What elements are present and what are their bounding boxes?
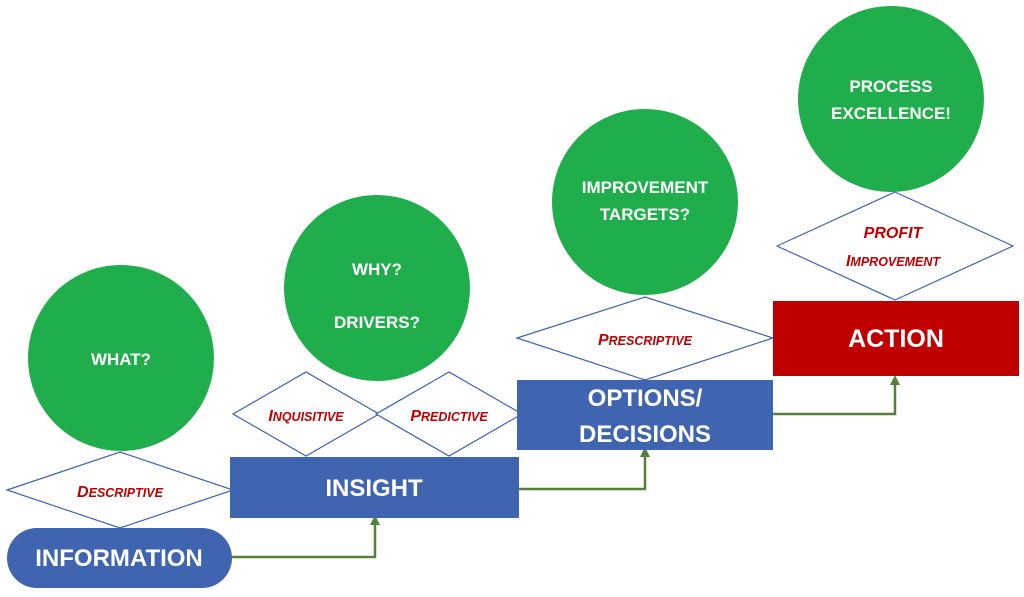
- box-information-label: INFORMATION: [35, 545, 203, 572]
- circle-targets-line2: TARGETS?: [600, 205, 690, 224]
- box-insight: INSIGHT: [230, 457, 519, 518]
- diamond-profit-improvement: PROFIT IMPROVEMENT: [775, 191, 1015, 301]
- circle-excellence-line1: PROCESS: [849, 77, 932, 96]
- box-action-label: ACTION: [848, 325, 944, 353]
- box-information: INFORMATION: [7, 528, 232, 588]
- circle-targets-line1: IMPROVEMENT: [582, 178, 709, 197]
- box-options-decisions: OPTIONS/ DECISIONS: [517, 380, 773, 450]
- circle-why-label: WHY?: [352, 260, 402, 279]
- diamond-prescriptive: PRESCRIPTIVE: [515, 296, 775, 381]
- box-options-line2: DECISIONS: [579, 421, 711, 448]
- arrow-options-to-action: [773, 375, 900, 416]
- box-action: ACTION: [773, 301, 1019, 376]
- box-insight-label: INSIGHT: [325, 475, 423, 502]
- circle-why-drivers: WHY? DRIVERS?: [284, 195, 470, 381]
- circle-improvement-targets: IMPROVEMENT TARGETS?: [552, 109, 738, 295]
- diamond-inquisitive: INQUISITIVE: [231, 371, 381, 457]
- circle-what-label: WHAT?: [91, 350, 151, 369]
- box-options-line1: OPTIONS/: [588, 385, 703, 412]
- diamond-inquisitive-label: INQUISITIVE: [268, 408, 344, 425]
- diamond-descriptive: DESCRIPTIVE: [5, 451, 235, 529]
- diamond-descriptive-label: DESCRIPTIVE: [77, 484, 164, 501]
- arrow-information-to-insight: [232, 515, 380, 559]
- diamond-prescriptive-label: PRESCRIPTIVE: [598, 332, 693, 349]
- arrow-insight-to-options: [519, 447, 650, 491]
- diamond-profit-line1: PROFIT: [864, 225, 924, 242]
- diamond-predictive-label: PREDICTIVE: [410, 408, 488, 425]
- circle-drivers-label: DRIVERS?: [334, 313, 420, 332]
- circle-what: WHAT?: [28, 265, 214, 451]
- circle-excellence-line2: EXCELLENCE!: [831, 104, 951, 123]
- diamond-predictive: PREDICTIVE: [374, 371, 524, 457]
- diamond-profit-line2: IMPROVEMENT: [846, 253, 941, 270]
- circle-process-excellence: PROCESS EXCELLENCE!: [798, 6, 984, 192]
